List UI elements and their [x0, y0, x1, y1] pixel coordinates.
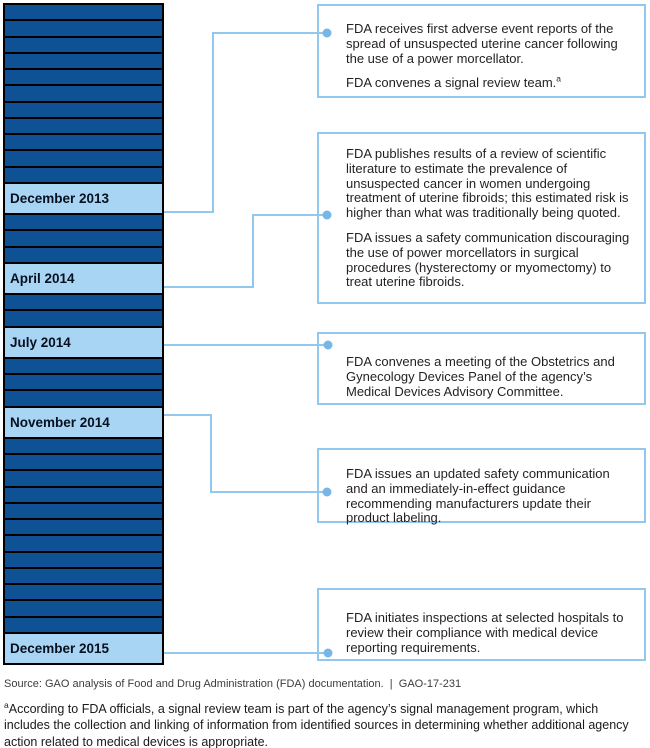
timeline-cell — [5, 487, 162, 502]
event-text: FDA issues a safety communication discou… — [346, 229, 630, 290]
timeline-cell — [5, 102, 162, 117]
timeline-cell — [5, 86, 162, 101]
timeline-milestone-cell: November 2014 — [5, 407, 162, 437]
footnote-reference: a — [556, 74, 562, 85]
timeline-cell — [5, 471, 162, 486]
event-text: FDA initiates inspections at selected ho… — [346, 610, 624, 655]
timeline-cell — [5, 617, 162, 632]
timeline-cell — [5, 215, 162, 230]
footnote-text: According to FDA officials, a signal rev… — [4, 702, 629, 748]
source-line: Source: GAO analysis of Food and Drug Ad… — [4, 678, 462, 690]
timeline-cell — [5, 70, 162, 85]
timeline-cell — [5, 520, 162, 535]
event-text: FDA convenes a meeting of the Obstetrics… — [346, 354, 615, 399]
timeline-milestone-cell: December 2015 — [5, 633, 162, 663]
event-text: FDA convenes a signal review team.a — [346, 74, 562, 91]
connector-line — [164, 214, 323, 288]
event-box-april-2014: FDA publishes results of a review of sci… — [317, 132, 646, 304]
timeline-cell — [5, 5, 162, 20]
timeline-cell — [5, 151, 162, 166]
timeline-cell — [5, 231, 162, 246]
event-text: FDA publishes results of a review of sci… — [346, 146, 629, 221]
timeline-cell — [5, 311, 162, 326]
timeline-cell — [5, 53, 162, 68]
event-box-november-2014: FDA issues an updated safety communicati… — [317, 448, 646, 526]
timeline-cell — [5, 295, 162, 310]
timeline-cell — [5, 167, 162, 182]
connector-line — [164, 32, 323, 213]
event-box-july-2014: FDA convenes a meeting of the Obstetrics… — [317, 332, 646, 405]
timeline-cell — [5, 585, 162, 600]
footnote-marker: a — [4, 699, 9, 710]
timeline-milestone-cell: April 2014 — [5, 263, 162, 293]
event-text: FDA receives first adverse event reports… — [346, 21, 618, 66]
timeline-cell — [5, 455, 162, 470]
timeline-cell — [5, 568, 162, 583]
footnote: aAccording to FDA officials, a signal re… — [4, 701, 646, 748]
connector-line — [164, 414, 323, 493]
timeline-cell — [5, 358, 162, 373]
timeline-cell — [5, 536, 162, 551]
timeline-cell — [5, 375, 162, 390]
timeline-cell — [5, 601, 162, 616]
timeline-cell — [5, 552, 162, 567]
timeline-cell — [5, 21, 162, 36]
timeline-cell — [5, 118, 162, 133]
timeline-cell — [5, 391, 162, 406]
timeline-milestone-cell: December 2013 — [5, 183, 162, 213]
timeline-cell — [5, 503, 162, 518]
timeline-milestone-cell: July 2014 — [5, 327, 162, 357]
event-box-december-2013: FDA receives first adverse event reports… — [317, 4, 646, 98]
timeline-cell — [5, 438, 162, 453]
timeline-cell — [5, 135, 162, 150]
event-box-december-2015: FDA initiates inspections at selected ho… — [317, 588, 646, 661]
timeline-cell — [5, 247, 162, 262]
timeline-cell — [5, 37, 162, 52]
event-text: FDA issues an updated safety communicati… — [346, 466, 610, 526]
